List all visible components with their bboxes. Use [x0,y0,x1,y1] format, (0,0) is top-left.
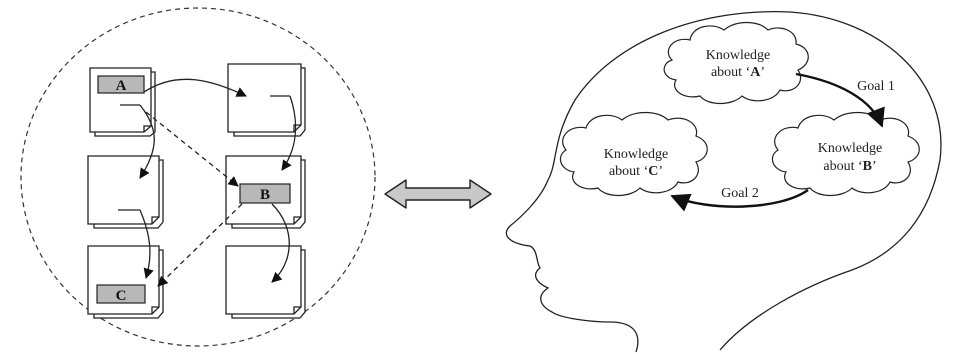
document-node-a: A [89,67,156,137]
knowledge-c-line2: about ‘C’ [609,164,663,179]
knowledge-a-line2: about ‘A’ [711,65,765,80]
goal-2-label: Goal 2 [721,186,759,201]
goal-1-arrow [795,72,885,128]
double-headed-arrow [384,179,492,209]
head-silhouette [505,11,942,353]
document-node-top-right [227,63,306,137]
link-arrow-top-right-to-b [281,95,297,171]
knowledge-b-line1: Knowledge [818,141,883,156]
document-node-b: B [225,155,306,229]
link-arrow-a-to-middle-left [139,104,155,179]
path-arrow-a-to-b [145,111,239,187]
doc-a-tag [97,75,145,94]
knowledge-b-line2: about ‘B’ [823,159,876,174]
doc-a-label: A [116,78,127,94]
link-arrow-middle-left-to-c [139,209,154,279]
doc-b-label: B [260,187,270,203]
knowledge-cloud-a [663,21,809,105]
document-node-middle-left [87,155,164,229]
document-node-c: C [87,245,164,319]
link-arrow-b-to-bottom-right [271,203,290,283]
knowledge-a-line1: Knowledge [706,48,771,63]
path-arrow-b-to-c [157,203,243,287]
knowledge-c-line1: Knowledge [604,147,669,162]
knowledge-cloud-c [559,111,708,197]
doc-c-tag [96,284,146,304]
link-arrow-a-to-top-right [143,78,247,97]
goal-2-arrow [670,189,809,212]
goal-1-label: Goal 1 [857,79,895,94]
doc-b-tag [239,183,291,204]
document-space-circle [20,7,376,347]
doc-c-label: C [116,288,127,304]
knowledge-cloud-b [771,111,920,197]
document-node-bottom-right [225,245,306,319]
